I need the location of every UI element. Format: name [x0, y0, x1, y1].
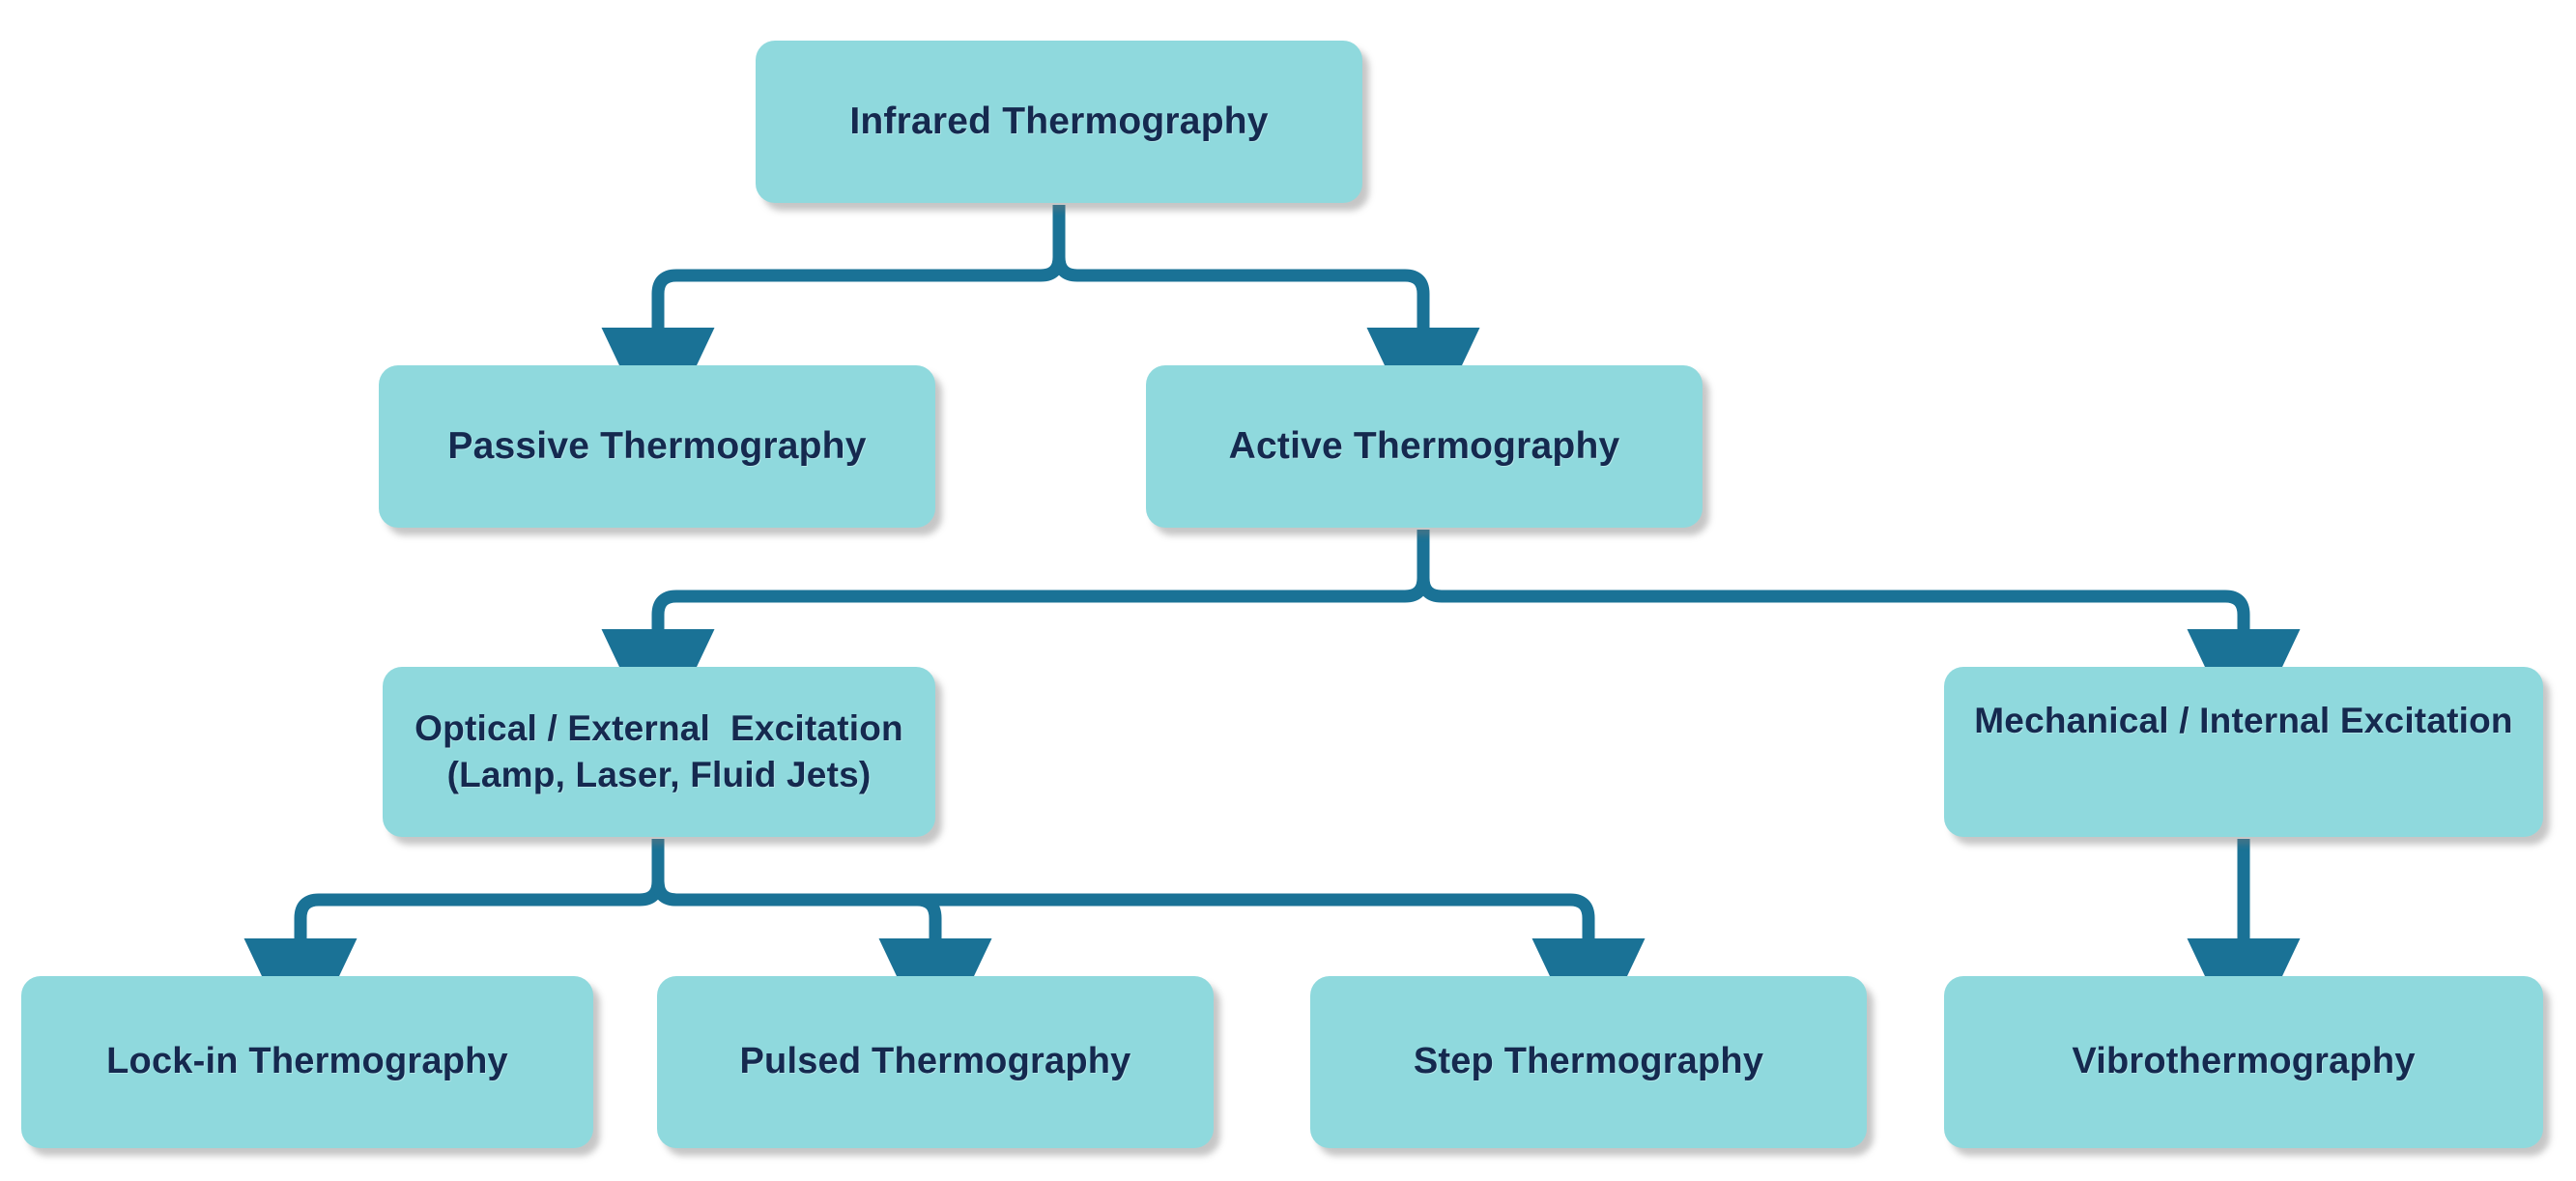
node-passive-thermography[interactable]: Passive Thermography — [379, 365, 935, 528]
edge-root-to-active — [1052, 205, 1480, 447]
node-infrared-thermography[interactable]: Infrared Thermography — [756, 41, 1362, 203]
edge-optical-to-lockin — [243, 839, 665, 1058]
edge-active-to-children — [601, 530, 2301, 749]
node-active-thermography[interactable]: Active Thermography — [1146, 365, 1703, 528]
node-label-pulsed-thermography: Pulsed Thermography — [739, 1041, 1131, 1082]
node-label-lock-in-thermography: Lock-in Thermography — [106, 1041, 508, 1082]
node-label-optical-external-excitation: Optical / External Excitation (Lamp, Las… — [415, 707, 903, 794]
edge-optical-to-step — [651, 839, 1646, 1058]
node-label-vibrothermography: Vibrothermography — [2072, 1041, 2416, 1082]
node-vibrothermography[interactable]: Vibrothermography — [1944, 976, 2543, 1148]
node-label-active-thermography: Active Thermography — [1228, 424, 1620, 467]
node-label-passive-thermography: Passive Thermography — [447, 424, 867, 467]
node-label-mechanical-internal-excitation: Mechanical / Internal Excitation — [1974, 701, 2513, 740]
node-label-step-thermography: Step Thermography — [1413, 1041, 1764, 1082]
edge-optical-to-pulsed — [651, 839, 992, 1058]
edge-root-to-passive — [601, 205, 1066, 447]
edge-active-to-mechanical — [1417, 530, 2301, 749]
node-optical-external-excitation[interactable]: Optical / External Excitation (Lamp, Las… — [383, 667, 935, 837]
node-pulsed-thermography[interactable]: Pulsed Thermography — [657, 976, 1214, 1148]
node-label-infrared-thermography: Infrared Thermography — [849, 100, 1269, 142]
edge-root-to-children — [601, 205, 1480, 447]
node-mechanical-internal-excitation[interactable]: Mechanical / Internal Excitation — [1944, 667, 2543, 837]
edge-active-to-optical — [601, 530, 1430, 749]
edge-optical-to-children — [243, 839, 1646, 1058]
node-step-thermography[interactable]: Step Thermography — [1310, 976, 1867, 1148]
node-lock-in-thermography[interactable]: Lock-in Thermography — [21, 976, 593, 1148]
